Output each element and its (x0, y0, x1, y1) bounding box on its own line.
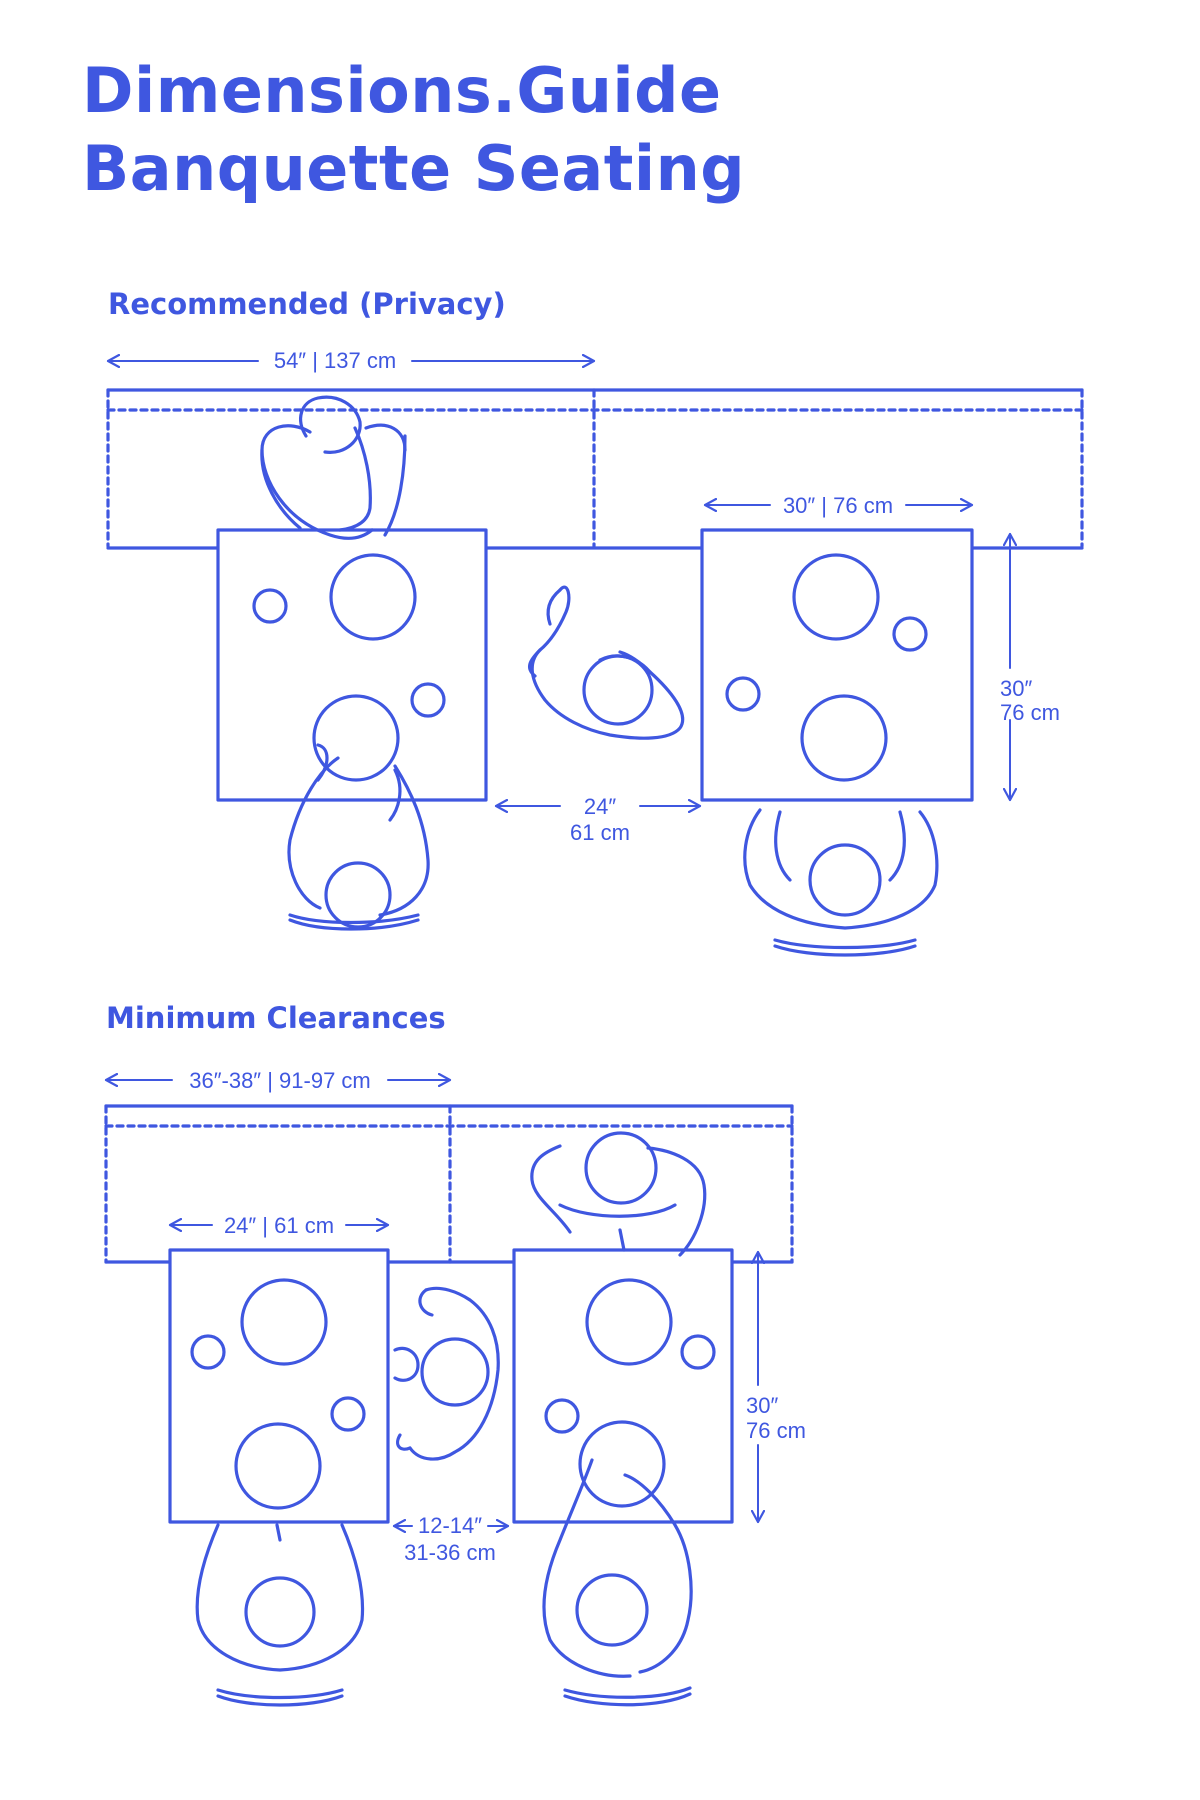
banquette-bench-top (106, 388, 1084, 550)
person-seated-bench-top (260, 395, 407, 540)
person-seated-chair-right (743, 808, 939, 957)
table-left-top (216, 528, 488, 802)
person-seated-chair-left (287, 743, 430, 931)
dim-label-gap-cm: 61 cm (570, 820, 630, 845)
person-standing-aisle-bottom (393, 1286, 500, 1461)
dim-label-table-width: 30″ | 76 cm (783, 493, 893, 518)
site-title: Dimensions.Guide (82, 54, 722, 127)
dim-label-gap-min-cm: 31-36 cm (404, 1540, 496, 1565)
person-seated-bench-bottom (530, 1131, 707, 1257)
dim-label-table-depth-cm: 76 cm (1000, 700, 1060, 725)
dim-label-bench-width: 54″ | 137 cm (274, 348, 396, 373)
dim-label-bench-min-width: 36″-38″ | 91-97 cm (189, 1068, 371, 1093)
dim-label-table-depth-in: 30″ (1000, 676, 1032, 701)
banquette-bench-bottom (104, 1104, 794, 1264)
dim-label-gap-min-in: 12-14″ (418, 1513, 482, 1538)
person-standing-aisle (527, 585, 685, 740)
person-seated-chair-bottom-left (195, 1523, 365, 1707)
person-seated-chair-bottom-right (542, 1458, 693, 1707)
dim-label-table-min-width: 24″ | 61 cm (224, 1213, 334, 1238)
dim-label-gap-in: 24″ (584, 794, 616, 819)
page-title: Banquette Seating (82, 132, 746, 205)
table-right-top (700, 528, 974, 802)
table-right-bottom (512, 1248, 734, 1524)
dim-label-table-min-depth-cm: 76 cm (746, 1418, 806, 1443)
table-left-bottom (168, 1248, 390, 1524)
section-heading-recommended: Recommended (Privacy) (108, 287, 506, 321)
dim-label-table-min-depth-in: 30″ (746, 1393, 778, 1418)
section-heading-minimum: Minimum Clearances (106, 1001, 446, 1035)
